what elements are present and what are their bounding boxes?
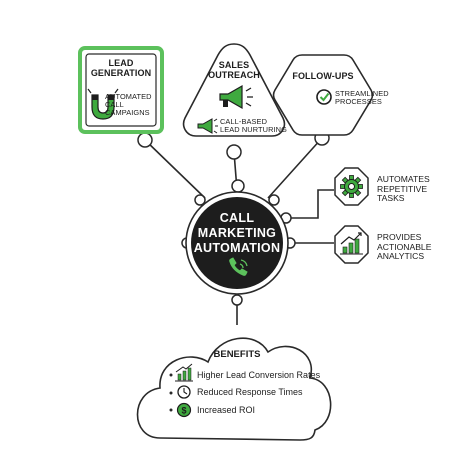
- connector-lead-generation: [144, 139, 206, 199]
- svg-text:$: $: [181, 406, 186, 416]
- clock-icon: [177, 385, 191, 399]
- check-circle-icon: [316, 89, 332, 105]
- center-label: CALL MARKETING AUTOMATION: [193, 211, 281, 255]
- dot: [231, 179, 245, 193]
- phone-icon: [229, 257, 248, 276]
- analytics-label: PROVIDES ACTIONABLE ANALYTICS: [377, 232, 432, 262]
- connector-follow-ups: [267, 137, 323, 199]
- small-megaphone-icon: [197, 118, 218, 134]
- benefit-item-roi: Increased ROI: [197, 405, 256, 415]
- automates-label: AUTOMATES REPETITIVE TASKS: [377, 174, 430, 204]
- sales-outreach-title: SALES OUTREACH: [208, 60, 260, 80]
- dot: [226, 144, 242, 160]
- dot: [137, 132, 153, 148]
- benefit-item-response: Reduced Response Times: [197, 387, 303, 397]
- growth-chart-icon: [175, 363, 193, 382]
- sales-outreach-item: CALL-BASED LEAD NURTURING: [220, 117, 287, 135]
- lead-generation-item: AUTOMATED CALL CAMPAIGNS: [105, 92, 152, 118]
- center-node: [185, 191, 289, 295]
- dollar-icon: $: [176, 402, 192, 418]
- lead-generation-node: [78, 46, 164, 134]
- dot: [194, 194, 206, 206]
- bar-chart-icon: [340, 232, 363, 255]
- connector-automates: [284, 189, 334, 219]
- dot: [231, 294, 243, 306]
- megaphone-icon: [219, 84, 253, 110]
- dot: [268, 194, 280, 206]
- benefits-title: BENEFITS: [213, 349, 261, 360]
- gear-icon: [340, 175, 363, 198]
- benefit-item-conversion: Higher Lead Conversion Rates: [197, 370, 321, 380]
- magnet-icon: [87, 88, 119, 120]
- follow-ups-item: STREAMLINED PROCESSES: [335, 89, 389, 107]
- lead-generation-title: LEAD GENERATION: [90, 58, 152, 78]
- follow-ups-title: FOLLOW-UPS: [292, 71, 354, 81]
- benefit-bullets: [169, 373, 173, 412]
